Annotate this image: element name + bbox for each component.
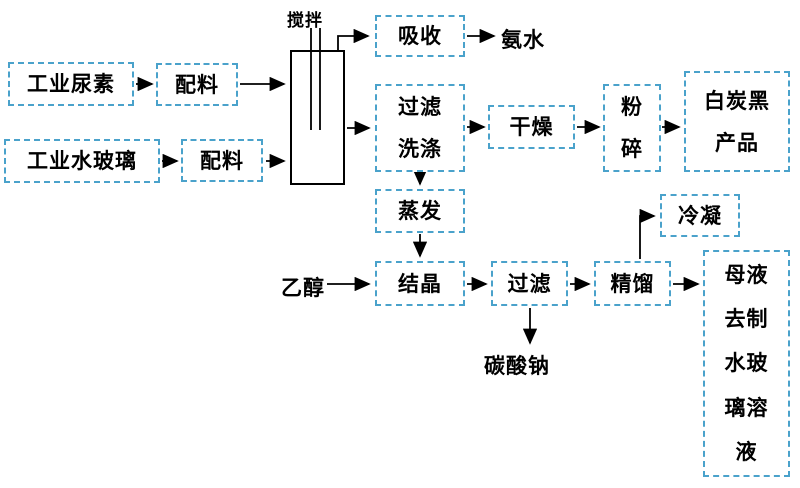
label-ammonia-water: 氨水 xyxy=(501,28,545,52)
node-crystallization: 结晶 xyxy=(375,261,465,306)
reactor-vessel xyxy=(290,50,345,185)
node-label: 吸收 xyxy=(398,24,442,48)
stirrer-label: 搅拌 xyxy=(287,11,323,31)
node-filtration: 过滤 xyxy=(491,261,568,306)
node-evaporation: 蒸发 xyxy=(375,189,465,233)
node-mother-liquor: 母液 去制 水玻 璃溶 液 xyxy=(703,250,790,477)
node-label-line: 白炭黑 xyxy=(704,88,770,113)
node-label: 蒸发 xyxy=(398,199,442,223)
node-label: 配料 xyxy=(200,148,244,173)
node-batching-2: 配料 xyxy=(181,139,263,182)
node-label-line: 产品 xyxy=(715,130,759,155)
node-label-line: 水玻 xyxy=(724,351,769,376)
node-drying: 干燥 xyxy=(488,105,575,149)
node-rectification: 精馏 xyxy=(594,261,671,306)
node-label-line: 粉 xyxy=(621,95,643,119)
node-label-line: 过滤 xyxy=(398,95,442,119)
node-label-line: 璃溶 xyxy=(724,395,769,420)
node-label: 过滤 xyxy=(507,271,552,296)
node-label-line: 去制 xyxy=(724,307,769,332)
node-label: 工业尿素 xyxy=(27,72,115,96)
node-label: 精馏 xyxy=(610,271,655,296)
node-condensation: 冷凝 xyxy=(660,194,740,237)
node-label: 结晶 xyxy=(398,271,442,296)
node-label-line: 碎 xyxy=(621,137,643,161)
node-industrial-urea: 工业尿素 xyxy=(8,62,134,106)
node-label-line: 母液 xyxy=(724,263,769,288)
node-label: 工业水玻璃 xyxy=(27,149,137,173)
node-crushing: 粉 碎 xyxy=(603,84,661,172)
node-label: 干燥 xyxy=(509,115,554,139)
node-label-line: 液 xyxy=(735,439,758,464)
node-filter-wash: 过滤 洗涤 xyxy=(375,84,465,172)
node-batching-1: 配料 xyxy=(156,63,238,106)
node-label: 冷凝 xyxy=(678,203,722,228)
node-label-line: 洗涤 xyxy=(398,137,442,161)
node-label: 配料 xyxy=(175,72,219,97)
label-ethanol: 乙醇 xyxy=(281,276,325,300)
node-carbon-black-product: 白炭黑 产品 xyxy=(684,71,790,172)
label-sodium-carbonate: 碳酸钠 xyxy=(484,354,550,378)
node-absorption: 吸收 xyxy=(375,15,465,57)
node-industrial-waterglass: 工业水玻璃 xyxy=(4,139,160,183)
